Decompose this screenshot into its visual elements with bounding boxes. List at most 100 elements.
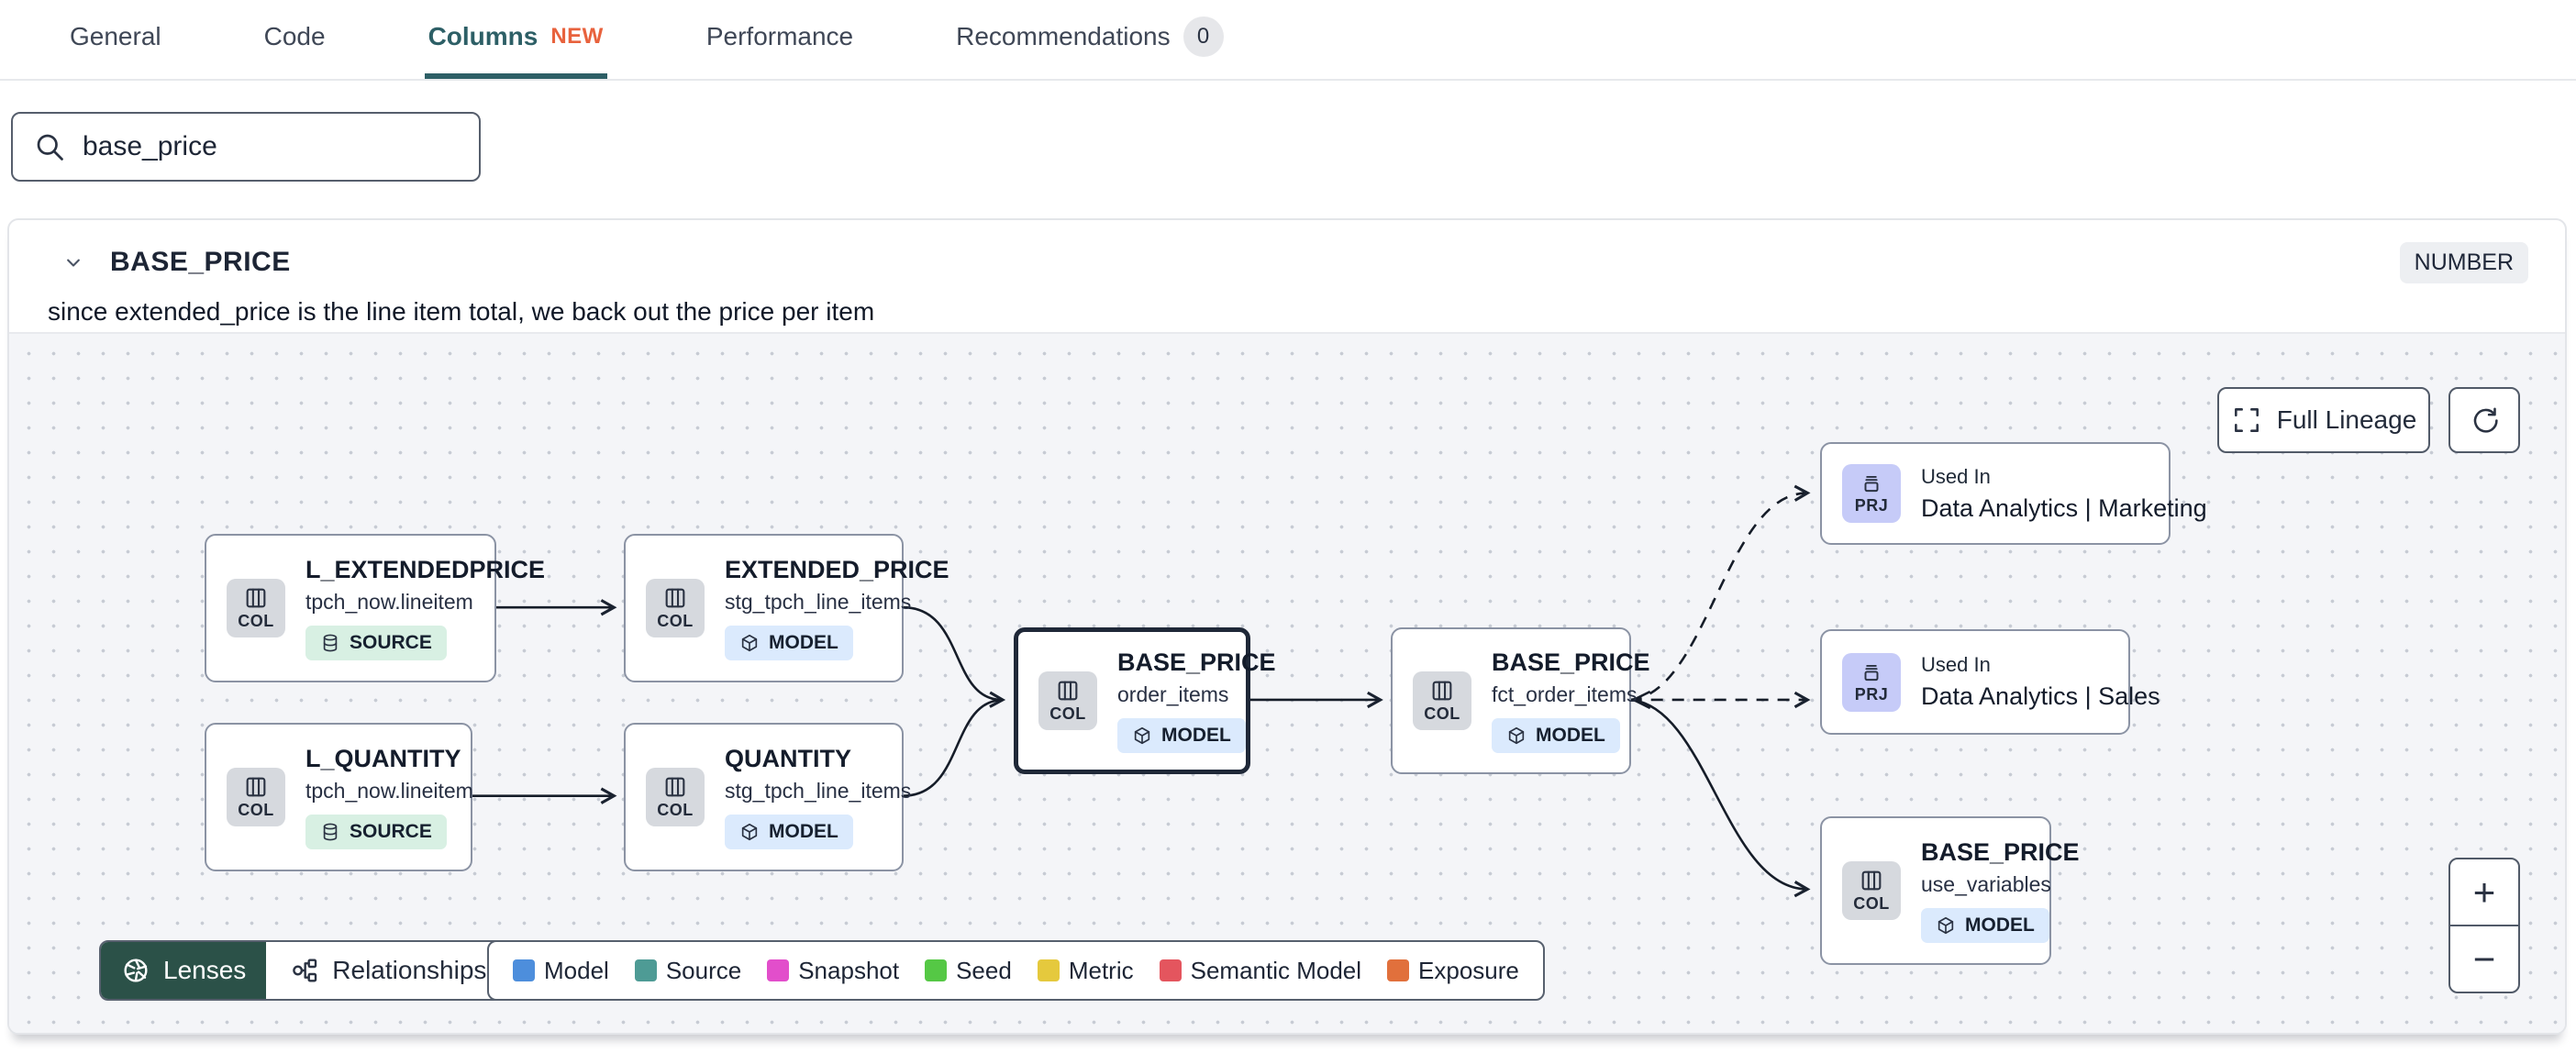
resource-legend: Model Source Snapshot Seed Metric Semant… xyxy=(487,940,1545,1001)
full-lineage-button[interactable]: Full Lineage xyxy=(2217,387,2430,453)
cube-icon xyxy=(1506,726,1527,746)
edge-extendedprice-baseprice xyxy=(903,605,1006,708)
legend-swatch xyxy=(634,959,657,981)
tab-columns[interactable]: Columns NEW xyxy=(424,0,607,79)
lineage-node-used-in-sales[interactable]: PRJ Used In Data Analytics | Sales xyxy=(1820,629,2160,735)
legend-swatch xyxy=(767,959,790,981)
column-name: BASE_PRICE xyxy=(110,247,291,277)
zoom-divider xyxy=(2450,925,2518,926)
lineage-node-used-in-marketing[interactable]: PRJ Used In Data Analytics | Marketing xyxy=(1820,442,2207,545)
lineage-node-base-price-fct-order-items[interactable]: COL BASE_PRICE fct_order_items MODEL xyxy=(1391,627,1650,774)
legend-item-semantic-model: Semantic Model xyxy=(1159,956,1362,985)
badge-label: SOURCE xyxy=(350,632,432,653)
node-subtitle: tpch_now.lineitem xyxy=(305,590,473,614)
node-title: L_QUANTITY xyxy=(305,745,461,772)
tab-general[interactable]: General xyxy=(66,0,165,79)
chip-label: COL xyxy=(1049,704,1086,723)
aperture-icon xyxy=(121,956,150,985)
tab-bar: General Code Columns NEW Performance Rec… xyxy=(0,0,2576,81)
badge-label: SOURCE xyxy=(350,821,432,842)
column-chip: COL xyxy=(227,579,285,637)
node-title: Data Analytics | Sales xyxy=(1921,682,2160,710)
legend-item-exposure: Exposure xyxy=(1387,957,1519,985)
tab-recommendations-label: Recommendations xyxy=(956,22,1171,50)
collapse-chevron-icon[interactable] xyxy=(61,249,86,275)
lenses-button[interactable]: Lenses xyxy=(101,942,267,999)
columns-icon xyxy=(243,585,269,611)
legend-label: Source xyxy=(665,956,742,984)
resource-type-badge: MODEL xyxy=(725,815,853,849)
resource-type-badge: MODEL xyxy=(1921,908,2049,943)
chip-label: PRJ xyxy=(1854,496,1889,515)
columns-icon xyxy=(662,774,688,800)
legend-swatch xyxy=(513,959,535,981)
project-chip: PRJ xyxy=(1842,464,1901,523)
expand-icon xyxy=(2231,405,2262,436)
columns-icon xyxy=(1055,678,1081,704)
resource-type-badge: MODEL xyxy=(1492,718,1620,753)
edge-fct-marketing xyxy=(1629,484,1811,702)
chip-label: PRJ xyxy=(1854,684,1889,704)
legend-label: Metric xyxy=(1068,956,1134,984)
columns-icon xyxy=(243,774,269,800)
lineage-node-l-quantity[interactable]: COL L_QUANTITY tpch_now.lineitem SOURCE xyxy=(205,723,473,871)
tab-columns-label: Columns xyxy=(427,22,539,50)
badge-label: MODEL xyxy=(769,821,838,842)
lineage-node-base-price-order-items[interactable]: COL BASE_PRICE order_items MODEL xyxy=(1014,627,1276,774)
zoom-controls: + − xyxy=(2448,858,2520,993)
chip-label: COL xyxy=(238,801,274,819)
legend-swatch xyxy=(1159,959,1182,981)
column-panel: BASE_PRICE NUMBER since extended_price i… xyxy=(7,218,2567,1035)
node-title: BASE_PRICE xyxy=(1492,648,1650,676)
node-subtitle: order_items xyxy=(1117,682,1229,706)
column-chip: COL xyxy=(646,579,705,637)
tab-recommendations[interactable]: Recommendations 0 xyxy=(952,0,1227,79)
lineage-node-extended-price[interactable]: COL EXTENDED_PRICE stg_tpch_line_items M… xyxy=(624,534,949,682)
tab-performance-label: Performance xyxy=(705,22,854,50)
chip-label: COL xyxy=(1424,704,1460,723)
search-row xyxy=(11,112,2576,182)
new-badge: NEW xyxy=(550,24,604,49)
tab-code[interactable]: Code xyxy=(261,0,329,79)
legend-label: Seed xyxy=(956,956,1012,984)
chip-label: COL xyxy=(1853,894,1890,913)
search-box[interactable] xyxy=(11,112,481,182)
node-kicker: Used In xyxy=(1921,464,1991,488)
database-icon xyxy=(320,822,340,842)
tab-general-label: General xyxy=(70,22,161,50)
lenses-group: Lenses Relationships xyxy=(99,940,550,1001)
node-kicker: Used In xyxy=(1921,653,1991,676)
recommendations-count-badge: 0 xyxy=(1183,17,1224,57)
legend-label: Model xyxy=(544,956,609,984)
database-icon xyxy=(320,633,340,653)
legend-item-metric: Metric xyxy=(1037,956,1134,985)
node-subtitle: use_variables xyxy=(1921,872,2051,896)
relationships-icon xyxy=(290,956,319,985)
lineage-edges xyxy=(472,484,1811,898)
legend-label: Semantic Model xyxy=(1190,956,1362,984)
resource-type-badge: MODEL xyxy=(725,626,853,660)
column-chip: COL xyxy=(1038,671,1097,730)
legend-swatch xyxy=(925,959,948,981)
legend-item-source: Source xyxy=(634,956,742,985)
legend-item-seed: Seed xyxy=(925,957,1012,985)
resource-type-badge: SOURCE xyxy=(305,815,447,849)
refresh-icon xyxy=(2469,405,2500,436)
project-icon xyxy=(1860,471,1883,495)
lineage-graph-canvas[interactable]: COL L_EXTENDEDPRICE tpch_now.lineitem SO… xyxy=(9,332,2565,1033)
lineage-node-l-extendedprice[interactable]: COL L_EXTENDEDPRICE tpch_now.lineitem SO… xyxy=(205,534,545,682)
cube-icon xyxy=(739,822,760,842)
lineage-node-base-price-use-variables[interactable]: COL BASE_PRICE use_variables MODEL xyxy=(1820,816,2080,965)
columns-icon xyxy=(662,585,688,611)
node-subtitle: tpch_now.lineitem xyxy=(305,779,473,803)
zoom-out-button[interactable]: − xyxy=(2450,926,2518,992)
edge-quantity-baseprice xyxy=(903,698,1004,797)
refresh-button[interactable] xyxy=(2448,387,2520,453)
node-title: BASE_PRICE xyxy=(1117,648,1276,676)
lineage-node-quantity[interactable]: COL QUANTITY stg_tpch_line_items MODEL xyxy=(624,723,911,871)
search-input[interactable] xyxy=(83,131,459,162)
columns-icon xyxy=(1859,868,1884,893)
node-subtitle: fct_order_items xyxy=(1492,682,1638,706)
tab-performance[interactable]: Performance xyxy=(703,0,857,79)
zoom-in-button[interactable]: + xyxy=(2450,859,2518,925)
